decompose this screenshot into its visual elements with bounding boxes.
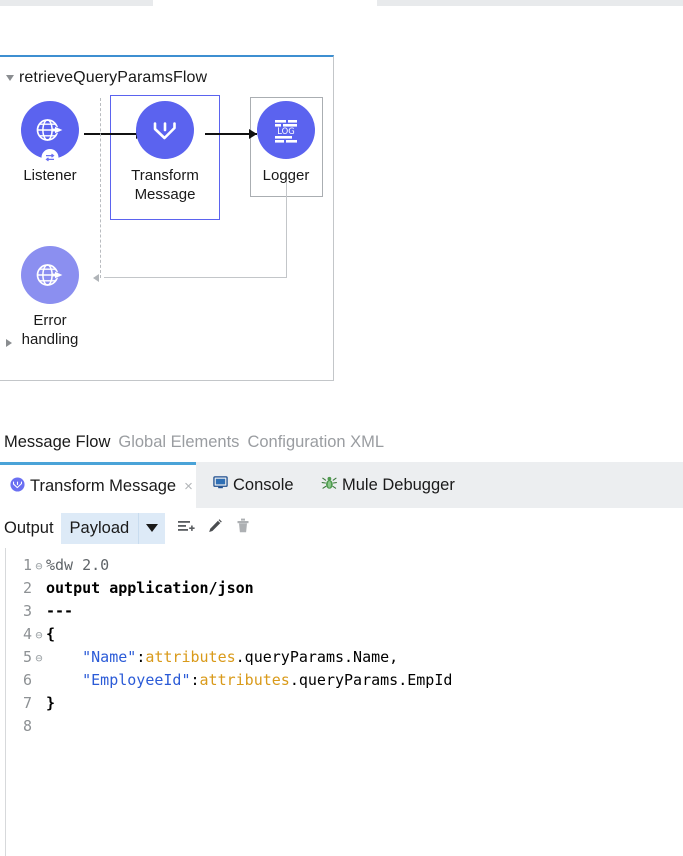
code-line[interactable]: 6 "EmployeeId":attributes.queryParams.Em… xyxy=(6,669,683,692)
code-line[interactable]: 3 --- xyxy=(6,600,683,623)
code-token: .queryParams.EmpId xyxy=(289,671,453,689)
console-icon xyxy=(213,475,228,495)
close-icon[interactable]: × xyxy=(184,478,193,495)
arrow-transform-to-logger xyxy=(205,133,257,135)
tab-transform-message[interactable]: Transform Message × xyxy=(0,462,196,508)
output-target-select[interactable]: Payload xyxy=(60,512,166,544)
code-line[interactable]: 7} xyxy=(6,692,683,715)
triangle-right-icon[interactable] xyxy=(6,339,12,347)
code-token: .queryParams.Name, xyxy=(235,648,399,666)
code-token: attributes xyxy=(145,648,236,666)
code-text: --- xyxy=(46,600,73,623)
code-token xyxy=(46,648,82,666)
line-number: 5 xyxy=(22,648,32,666)
transform-message-selection-box[interactable] xyxy=(110,95,220,220)
return-path-vertical xyxy=(286,176,287,278)
add-field-icon[interactable] xyxy=(177,517,195,540)
flow-node-logger[interactable]: LOG Logger xyxy=(250,101,322,185)
http-listener-icon xyxy=(21,101,79,166)
code-line[interactable]: 4⊖{ xyxy=(6,623,683,646)
line-number: 3 xyxy=(22,602,32,620)
code-token: "EmployeeId" xyxy=(82,671,191,689)
triangle-down-icon[interactable] xyxy=(6,75,14,81)
code-token: output application/json xyxy=(46,579,254,597)
flow-node-listener-label: Listener xyxy=(23,167,77,184)
code-text: "Name":attributes.queryParams.Name, xyxy=(46,646,398,669)
flow-header[interactable]: retrieveQueryParamsFlow xyxy=(6,69,207,87)
code-text: { xyxy=(46,623,55,646)
code-token xyxy=(46,671,82,689)
line-number: 8 xyxy=(22,717,32,735)
code-fold-toggle-icon[interactable]: ⊖ xyxy=(35,651,43,665)
line-number: 7 xyxy=(22,694,32,712)
bottom-panel: Transform Message × Console xyxy=(0,462,683,856)
flow-canvas[interactable]: retrieveQueryParamsFlow xyxy=(0,6,683,411)
dataweave-icon xyxy=(10,476,25,497)
top-tab-strip-segment-left xyxy=(0,0,153,6)
arrow-listener-to-transform xyxy=(84,133,140,135)
top-tab-strip-segment-right xyxy=(377,0,683,6)
flow-node-listener[interactable]: Listener xyxy=(14,101,86,185)
code-fold-toggle-icon[interactable]: ⊖ xyxy=(35,628,43,642)
view-tab-configuration-xml[interactable]: Configuration XML xyxy=(247,432,385,451)
code-text: %dw 2.0 xyxy=(46,554,109,577)
code-token: { xyxy=(46,625,56,643)
flow-node-transform-message-label: Transform Message xyxy=(131,167,199,204)
editor-view-tabs[interactable]: Message Flow Global Elements Configurati… xyxy=(0,424,683,460)
code-line[interactable]: 2 output application/json xyxy=(6,577,683,600)
line-number: 4 xyxy=(22,625,32,643)
log-icon: LOG xyxy=(257,101,315,159)
flow-lane-divider xyxy=(100,98,101,278)
flow-node-error-handling[interactable]: Error handling xyxy=(14,246,86,349)
line-number: 1 xyxy=(22,556,32,574)
listener-connector-badge xyxy=(41,149,59,166)
return-path-horizontal xyxy=(104,277,287,278)
tab-mule-debugger-label: Mule Debugger xyxy=(342,475,455,494)
code-line[interactable]: 1⊖%dw 2.0 xyxy=(6,554,683,577)
code-token: --- xyxy=(46,602,74,620)
view-tab-global-elements[interactable]: Global Elements xyxy=(118,432,240,451)
output-target-value: Payload xyxy=(69,518,130,537)
svg-text:LOG: LOG xyxy=(277,126,294,136)
line-number: 6 xyxy=(22,671,32,689)
code-text: "EmployeeId":attributes.queryParams.EmpI… xyxy=(46,669,452,692)
dataweave-icon xyxy=(136,101,194,159)
code-token: : xyxy=(190,671,200,689)
flow-name-label: retrieveQueryParamsFlow xyxy=(19,69,208,86)
edit-pencil-icon[interactable] xyxy=(206,517,224,540)
code-line[interactable]: 8 xyxy=(6,715,683,738)
code-line[interactable]: 5⊖ "Name":attributes.queryParams.Name, xyxy=(6,646,683,669)
flow-node-logger-label: Logger xyxy=(262,167,310,184)
code-fold-toggle-icon[interactable]: ⊖ xyxy=(35,559,43,573)
flow-node-error-handling-label: Error handling xyxy=(21,312,79,349)
arrow-head-logger xyxy=(249,129,257,139)
bottom-panel-tabbar[interactable]: Transform Message × Console xyxy=(0,462,683,508)
return-path-arrow-head xyxy=(93,274,99,282)
line-number: 2 xyxy=(22,579,32,597)
bug-icon xyxy=(321,475,337,496)
output-toolbar[interactable]: Output Payload xyxy=(0,508,683,548)
output-label: Output xyxy=(4,518,54,537)
flow-node-transform-message[interactable]: Transform Message xyxy=(129,101,201,204)
code-text: } xyxy=(46,692,55,715)
delete-trash-icon[interactable] xyxy=(235,517,251,540)
top-tab-strip xyxy=(0,0,683,6)
tab-transform-message-label: Transform Message xyxy=(30,477,177,495)
view-tab-message-flow[interactable]: Message Flow xyxy=(4,432,111,451)
tab-console[interactable]: Console xyxy=(203,462,301,508)
http-listener-icon xyxy=(21,246,79,304)
code-text: output application/json xyxy=(46,577,254,600)
tab-console-label: Console xyxy=(233,475,294,494)
tab-mule-debugger[interactable]: Mule Debugger xyxy=(311,462,466,508)
code-token: "Name" xyxy=(82,648,137,666)
output-toolbar-icons[interactable] xyxy=(177,517,251,540)
code-token: } xyxy=(46,694,56,712)
chevron-down-icon[interactable] xyxy=(138,512,165,544)
code-token: %dw 2.0 xyxy=(46,556,110,574)
code-token: : xyxy=(136,648,146,666)
code-token: attributes xyxy=(199,671,290,689)
